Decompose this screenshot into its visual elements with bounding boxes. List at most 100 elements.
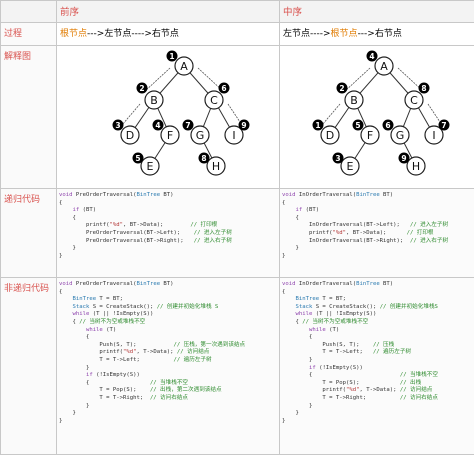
code-line: { bbox=[282, 334, 312, 340]
code-line: printf("%d", BT->Data); // 打印根 bbox=[282, 230, 434, 236]
order-badge-number: 8 bbox=[421, 84, 426, 93]
code-line: { bbox=[59, 289, 62, 295]
order-badge-number: 5 bbox=[135, 154, 140, 163]
row-label-process: 过程 bbox=[1, 23, 57, 46]
order-badge-number: 9 bbox=[241, 121, 246, 130]
code-line: if (BT) bbox=[59, 207, 96, 213]
order-badge-number: 2 bbox=[339, 84, 344, 93]
code-line: void PreOrderTraversal(BinTree BT) bbox=[59, 192, 174, 198]
step-arrow: ----> bbox=[310, 29, 331, 39]
step-right: 右节点 bbox=[375, 29, 402, 39]
code-line: } bbox=[282, 418, 285, 424]
code-line: } bbox=[282, 357, 312, 363]
order-badge-number: 4 bbox=[155, 121, 160, 130]
row-label-diagram: 解释图 bbox=[1, 46, 57, 189]
row-label-recursive: 递归代码 bbox=[1, 189, 57, 278]
code-line: PreOrderTraversal(BT->Left); // 进入左子树 bbox=[59, 230, 232, 236]
code-line: T = Pop(S); // 出栈，第二次遇到该结点 bbox=[59, 387, 222, 393]
inorder-recursive-code: void InOrderTraversal(BinTree BT) { if (… bbox=[280, 189, 474, 260]
step-arrow: ---> bbox=[358, 29, 375, 39]
tree-node-label: F bbox=[367, 129, 373, 142]
code-line: { bbox=[282, 200, 285, 206]
code-line: } bbox=[282, 410, 299, 416]
col-header-inorder: 中序 bbox=[280, 1, 474, 23]
tree-node-label: D bbox=[126, 129, 134, 142]
code-line: } bbox=[282, 245, 299, 251]
order-badge-number: 6 bbox=[385, 121, 390, 130]
code-line: { // 当树不为空或堆栈不空 bbox=[282, 319, 368, 325]
inorder-steps: 左节点---->根节点--->右节点 bbox=[280, 23, 474, 46]
code-line: BinTree T = BT; bbox=[282, 296, 346, 302]
code-line: } bbox=[282, 403, 312, 409]
code-line: T = T->Left; // 遍历左子树 bbox=[59, 357, 212, 363]
code-line: } bbox=[59, 245, 76, 251]
inorder-recursive-cell: void InOrderTraversal(BinTree BT) { if (… bbox=[280, 189, 474, 278]
preorder-nonrecursive-code: void PreOrderTraversal(BinTree BT) { Bin… bbox=[57, 278, 279, 425]
code-line: { // 当树不为空或堆栈不空 bbox=[59, 319, 145, 325]
code-line: if (!IsEmpty(S)) bbox=[59, 372, 140, 378]
code-line: PreOrderTraversal(BT->Right); // 进入右子树 bbox=[59, 238, 232, 244]
order-badge-number: 1 bbox=[315, 121, 320, 130]
tree-node-label: H bbox=[212, 160, 220, 173]
order-badge-number: 7 bbox=[185, 121, 190, 130]
code-line: if (BT) bbox=[282, 207, 319, 213]
order-badge-number: 6 bbox=[221, 84, 226, 93]
order-badge-number: 1 bbox=[169, 52, 174, 61]
code-line: printf("%d", T->Data); // 访问结点 bbox=[59, 349, 209, 355]
tree-node-label: E bbox=[147, 160, 154, 173]
col-header-preorder: 前序 bbox=[57, 1, 280, 23]
order-badge-number: 8 bbox=[201, 154, 206, 163]
preorder-recursive-code: void PreOrderTraversal(BinTree BT) { if … bbox=[57, 189, 279, 260]
order-badge-number: 4 bbox=[369, 52, 374, 61]
code-line: while (T) bbox=[282, 327, 339, 333]
code-line: { bbox=[59, 215, 76, 221]
corner-cell bbox=[1, 1, 57, 23]
code-line: { // 当堆栈不空 bbox=[59, 380, 188, 386]
order-badge-number: 7 bbox=[441, 121, 446, 130]
order-badge-number: 5 bbox=[355, 121, 360, 130]
code-line: void InOrderTraversal(BinTree BT) bbox=[282, 281, 393, 287]
preorder-steps: 根节点--->左节点---->右节点 bbox=[57, 23, 280, 46]
tree-node-label: I bbox=[232, 129, 235, 142]
preorder-nonrecursive-cell: void PreOrderTraversal(BinTree BT) { Bin… bbox=[57, 278, 280, 455]
code-line: if (!IsEmpty(S)) bbox=[282, 365, 363, 371]
step-left: 左节点 bbox=[104, 29, 131, 39]
preorder-recursive-cell: void PreOrderTraversal(BinTree BT) { if … bbox=[57, 189, 280, 278]
tree-node-label: H bbox=[412, 160, 420, 173]
code-line: while (T || !IsEmpty(S)) bbox=[59, 311, 153, 317]
traversal-path bbox=[144, 68, 170, 92]
code-line: } bbox=[59, 418, 62, 424]
code-line: printf("%d", T->Data); // 访问结点 bbox=[282, 387, 432, 393]
code-line: } bbox=[59, 410, 76, 416]
code-line: while (T || !IsEmpty(S)) bbox=[282, 311, 376, 317]
code-line: { bbox=[59, 200, 62, 206]
code-line: { // 当堆栈不空 bbox=[282, 372, 438, 378]
step-root: 根节点 bbox=[331, 29, 358, 39]
code-line: BinTree T = BT; bbox=[59, 296, 123, 302]
nonrecursive-row: 非递归代码 void PreOrderTraversal(BinTree BT)… bbox=[1, 278, 474, 455]
step-root: 根节点 bbox=[60, 29, 87, 39]
row-label-nonrecursive: 非递归代码 bbox=[1, 278, 57, 455]
tree-node-label: B bbox=[350, 94, 358, 107]
order-badge-number: 9 bbox=[401, 154, 406, 163]
code-line: } bbox=[59, 253, 62, 259]
tree-node-label: B bbox=[150, 94, 158, 107]
step-arrow: ---> bbox=[87, 29, 104, 39]
tree-node-label: F bbox=[167, 129, 173, 142]
code-line: T = Pop(S); // 出栈 bbox=[282, 380, 421, 386]
code-line: Push(S, T); // 压栈 bbox=[282, 342, 394, 348]
tree-node-label: D bbox=[326, 129, 334, 142]
tree-node-label: A bbox=[180, 60, 188, 73]
inorder-nonrecursive-cell: void InOrderTraversal(BinTree BT) { BinT… bbox=[280, 278, 474, 455]
code-line: T = T->Left; // 遍历左子树 bbox=[282, 349, 411, 355]
code-line: while (T) bbox=[59, 327, 116, 333]
code-line: Stack S = CreateStack(); // 创建并初始化堆栈S bbox=[282, 304, 438, 310]
code-line: Stack S = CreateStack(); // 创建并初始化堆栈 S bbox=[59, 304, 218, 310]
tree-node-label: C bbox=[210, 94, 218, 107]
code-line: InOrderTraversal(BT->Right); // 进入右子树 bbox=[282, 238, 448, 244]
